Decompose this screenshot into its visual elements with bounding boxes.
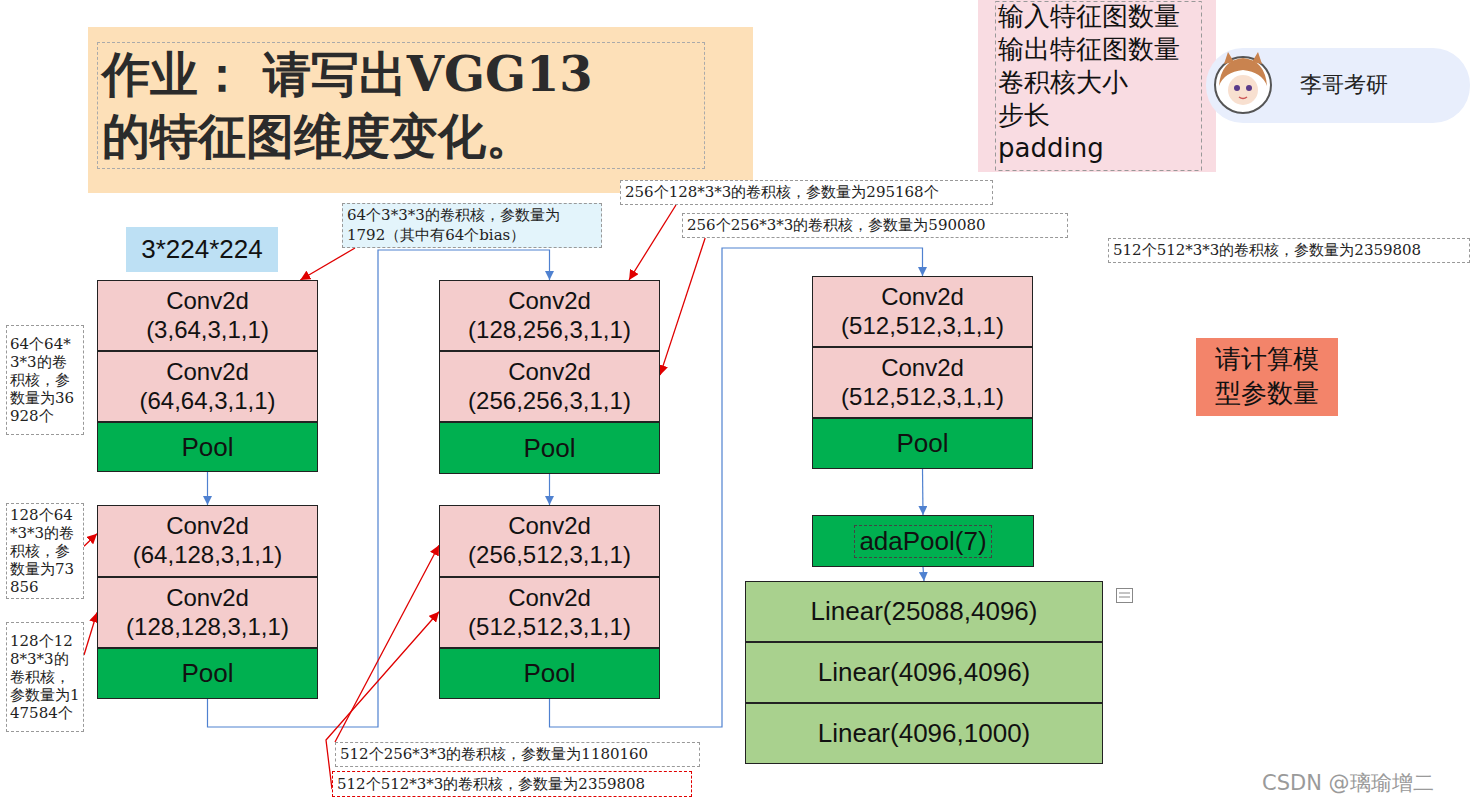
- legend-panel: [978, 0, 1216, 172]
- annotation-note: 64个3*3*3的卷积核，参数量为1792（其中有64个bias）: [342, 203, 602, 248]
- node-text: 128个128*3*3的卷积核，参数量为147584个: [10, 632, 80, 722]
- node-text: Conv2d (512,512,3,1,1): [450, 584, 650, 642]
- linear-layer-box: Linear(25088,4096): [745, 581, 1103, 642]
- pool-layer-box: Pool: [812, 418, 1033, 469]
- pool-layer-box: Pool: [97, 422, 318, 472]
- node-text: Linear(25088,4096): [811, 596, 1038, 627]
- node-text: Conv2d (128,256,3,1,1): [450, 287, 650, 345]
- node-text: 请计算模型参数量: [1208, 343, 1326, 411]
- pool-layer-box: Pool: [439, 648, 660, 699]
- callout-arrow: [300, 248, 355, 280]
- conv-layer-box: Conv2d (64,128,3,1,1): [97, 505, 318, 577]
- watermark: CSDN @璃瑜增二: [1262, 769, 1434, 797]
- node-text: Conv2d (256,256,3,1,1): [450, 358, 650, 416]
- node-text: 输出特征图数量: [998, 33, 1180, 66]
- pool-layer-box: Pool: [439, 422, 660, 474]
- conv-layer-box: Conv2d (256,512,3,1,1): [439, 505, 660, 577]
- flow-arrow: [923, 567, 924, 581]
- annotation-note: 512个256*3*3的卷积核，参数量为1180160: [335, 742, 700, 767]
- flow-arrow: [549, 474, 550, 505]
- title-text: 作业： 请写出VGG13 的特征图维度变化。: [97, 42, 705, 169]
- node-text: Linear(4096,1000): [818, 718, 1031, 749]
- conv-layer-box: Conv2d (512,512,3,1,1): [812, 276, 1033, 347]
- node-text: Pool: [181, 658, 233, 689]
- node-text: 步长: [998, 99, 1050, 132]
- node-text: 128个64*3*3的卷积核，参数量为73856: [10, 506, 80, 596]
- node-text: Pool: [523, 433, 575, 464]
- conv-layer-box: Conv2d (64,64,3,1,1): [97, 351, 318, 422]
- annotation-note: 256个128*3*3的卷积核，参数量为295168个: [620, 180, 993, 205]
- node-text: Conv2d (64,128,3,1,1): [108, 512, 308, 570]
- conv-layer-box: Conv2d (256,256,3,1,1): [439, 351, 660, 422]
- annotation-note: 256个256*3*3的卷积核，参数量为590080: [682, 213, 1068, 238]
- annotation-note: 128个128*3*3的卷积核，参数量为147584个: [6, 622, 84, 732]
- annotation-note: 512个512*3*3的卷积核，参数量为2359808: [1108, 238, 1470, 263]
- node-text: 输入特征图数量: [998, 0, 1180, 33]
- parameter-legend: 输入特征图数量输出特征图数量卷积核大小步长padding: [978, 0, 1216, 172]
- badge-text: 李哥考研: [1300, 70, 1388, 100]
- node-text: padding: [998, 132, 1104, 165]
- flow-arrow: [922, 469, 924, 515]
- node-text: Pool: [523, 658, 575, 689]
- task-box: 请计算模型参数量: [1196, 338, 1338, 416]
- callout-arrow: [629, 205, 676, 280]
- node-text: 256个128*3*3的卷积核，参数量为295168个: [625, 183, 939, 202]
- conv-layer-box: Conv2d (512,512,3,1,1): [439, 577, 660, 648]
- node-text: Conv2d (256,512,3,1,1): [450, 512, 650, 570]
- conv-layer-box: Conv2d (128,256,3,1,1): [439, 280, 660, 351]
- node-text: Conv2d (64,64,3,1,1): [108, 358, 308, 416]
- pool-layer-box: Pool: [97, 648, 318, 699]
- node-text: Conv2d (128,128,3,1,1): [108, 584, 308, 642]
- avatar-icon: [1215, 52, 1271, 113]
- input-shape-box: 3*224*224: [126, 227, 278, 272]
- conv-layer-box: Conv2d (3,64,3,1,1): [97, 280, 318, 351]
- node-text: Conv2d (512,512,3,1,1): [823, 354, 1023, 412]
- small-icon: [1117, 589, 1133, 603]
- node-text: 256个256*3*3的卷积核，参数量为590080: [687, 216, 986, 235]
- title-panel: [88, 27, 753, 193]
- node-text: Pool: [181, 432, 233, 463]
- node-text: 512个512*3*3的卷积核，参数量为2359808: [1113, 241, 1421, 260]
- callout-arrow: [84, 534, 97, 546]
- linear-layer-box: Linear(4096,1000): [745, 703, 1103, 764]
- node-text: Conv2d (3,64,3,1,1): [108, 287, 308, 345]
- node-text: Linear(4096,4096): [818, 657, 1031, 688]
- node-text: 512个256*3*3的卷积核，参数量为1180160: [340, 745, 648, 764]
- annotation-note: 128个64*3*3的卷积核，参数量为73856: [6, 503, 84, 599]
- node-text: Pool: [896, 428, 948, 459]
- callout-arrow: [660, 238, 705, 375]
- annotation-note: 64个64*3*3的卷积核，参数量为36928个: [6, 325, 84, 435]
- linear-layer-box: Linear(4096,4096): [745, 642, 1103, 703]
- node-text: 64个3*3*3的卷积核，参数量为1792（其中有64个bias）: [347, 206, 597, 245]
- conv-layer-box: Conv2d (128,128,3,1,1): [97, 577, 318, 648]
- adaptive-pool-box: adaPool(7): [812, 515, 1034, 567]
- node-text: 512个512*3*3的卷积核，参数量为2359808: [337, 775, 645, 794]
- node-text: 64个64*3*3的卷积核，参数量为36928个: [10, 335, 80, 425]
- badge-pill: [1206, 48, 1470, 123]
- node-text: adaPool(7): [855, 526, 990, 557]
- flow-arrow: [207, 472, 208, 505]
- callout-arrow: [84, 613, 97, 656]
- conv-layer-box: Conv2d (512,512,3,1,1): [812, 347, 1033, 418]
- node-text: 3*224*224: [141, 234, 262, 265]
- node-text: Conv2d (512,512,3,1,1): [823, 283, 1023, 341]
- annotation-note: 512个512*3*3的卷积核，参数量为2359808: [332, 771, 692, 797]
- node-text: 卷积核大小: [998, 66, 1128, 99]
